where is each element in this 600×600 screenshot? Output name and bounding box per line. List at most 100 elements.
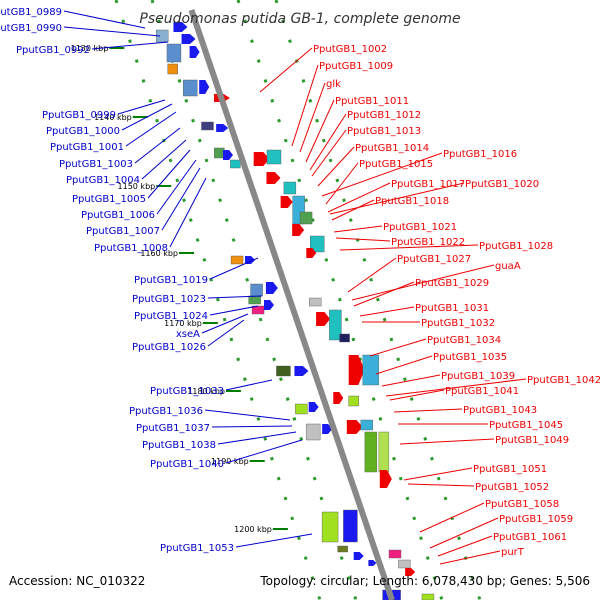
leader-line (147, 149, 191, 199)
leader-line (63, 26, 161, 37)
gene-box (214, 147, 225, 159)
leader-line (339, 244, 479, 251)
gene-box (230, 159, 241, 169)
tick-label: 1140 kbp (94, 113, 132, 122)
leader-line (353, 281, 415, 307)
gene-box (343, 509, 358, 543)
gene-box (339, 333, 350, 343)
gene-label-left: PputGB1_1006 (81, 210, 155, 221)
strand-guide (114, 0, 322, 600)
gene-box (388, 549, 402, 559)
tick-label: 1200 kbp (234, 525, 272, 534)
leader-line (393, 408, 463, 413)
map-title: Pseudomonas putida GB-1, complete genome (139, 11, 460, 27)
gene-label-right: PputGB1_1042 (527, 375, 600, 386)
leader-line (125, 111, 177, 147)
gene-box (364, 431, 378, 473)
gene-label-right: PputGB1_1059 (499, 514, 573, 525)
strand-guide (236, 0, 444, 600)
gene-box (421, 593, 435, 600)
leader-line (299, 82, 326, 153)
gene-label-left: PputGB1_1026 (132, 342, 206, 353)
gene-arrow (199, 80, 210, 94)
gene-label-right: PputGB1_1045 (489, 420, 563, 431)
leader-line (91, 41, 169, 50)
gene-label-left: PputGB1_1037 (136, 423, 210, 434)
gene-label-right: PputGB1_1034 (427, 335, 501, 346)
leader-line (437, 535, 493, 557)
gene-label-left: PputGB1_1003 (59, 159, 133, 170)
gene-label-left: PputGB1_1040 (150, 459, 224, 470)
gene-arrow (181, 34, 196, 44)
gene-box (309, 297, 322, 307)
gene-label-right: PputGB1_1012 (347, 110, 421, 121)
gene-label-left: PputGB1_0989 (0, 7, 62, 18)
tick-label: 1130 kbp (71, 44, 109, 53)
gene-label-right: PputGB1_1039 (441, 371, 515, 382)
gene-arrow (346, 420, 363, 434)
gene-box (166, 43, 182, 63)
gene-label-right: PputGB1_1043 (463, 405, 537, 416)
leader-line (291, 64, 319, 147)
gene-label-right: PputGB1_1022 (391, 237, 465, 248)
leader-line (385, 378, 527, 397)
gene-arrow (368, 560, 377, 566)
leader-line (309, 113, 347, 171)
leader-line (121, 103, 173, 131)
leader-line (439, 550, 501, 565)
gene-box (329, 309, 342, 341)
leader-line (117, 99, 166, 115)
leader-line (327, 182, 391, 213)
gene-label-right: PputGB1_1052 (475, 482, 549, 493)
gene-label-right: PputGB1_1021 (383, 222, 457, 233)
leader-line (305, 99, 335, 163)
gene-label-right: PputGB1_1013 (347, 126, 421, 137)
leader-line (141, 139, 187, 180)
gene-box (348, 395, 359, 407)
gene-box (360, 419, 373, 431)
leader-line (169, 177, 207, 248)
leader-line (329, 182, 465, 215)
gene-label-right: guaA (495, 261, 521, 272)
gene-box (201, 121, 214, 131)
gene-arrow (253, 152, 270, 166)
gene-box (248, 295, 261, 305)
gene-arrow (245, 256, 256, 264)
gene-label-right: PputGB1_1011 (335, 96, 409, 107)
leader-line (359, 306, 415, 317)
leader-line (407, 483, 475, 487)
leader-line (317, 146, 355, 187)
leader-line (211, 425, 293, 428)
gene-label-left: PputGB1_1024 (134, 311, 208, 322)
gene-label-left: PputGB1_1053 (160, 543, 234, 554)
leader-line (381, 374, 441, 387)
tick-label: 1180 kbp (187, 387, 225, 396)
leader-line (225, 439, 303, 464)
gene-label-right: PputGB1_1031 (415, 303, 489, 314)
gene-arrow (294, 366, 309, 376)
leader-line (207, 319, 245, 347)
gene-label-left: PputGB1_0992 (16, 45, 90, 56)
gene-label-left: PputGB1_1007 (86, 226, 160, 237)
gene-arrow (223, 150, 233, 160)
leader-line (419, 502, 485, 533)
gene-label-right: PputGB1_1020 (465, 179, 539, 190)
gene-label-left: xseA (176, 329, 200, 340)
gene-label-left: PputGB1_1023 (132, 294, 206, 305)
gene-label-right: PputGB1_1061 (493, 532, 567, 543)
gene-label-left: PputGB1_1008 (94, 243, 168, 254)
tick-label: 1160 kbp (140, 249, 178, 258)
gene-arrow (265, 282, 278, 294)
gene-box (321, 511, 339, 543)
gene-label-right: PputGB1_1017 (391, 179, 465, 190)
leader-line (347, 257, 397, 293)
gene-arrow (348, 355, 365, 385)
leader-line (217, 431, 297, 445)
gene-label-left: PputGB1_1000 (46, 126, 120, 137)
gene-label-left: PputGB1_1036 (129, 406, 203, 417)
gene-arrow (353, 552, 364, 560)
gene-label-right: PputGB1_1002 (313, 44, 387, 55)
gene-box (266, 149, 282, 165)
leader-line (204, 409, 291, 421)
